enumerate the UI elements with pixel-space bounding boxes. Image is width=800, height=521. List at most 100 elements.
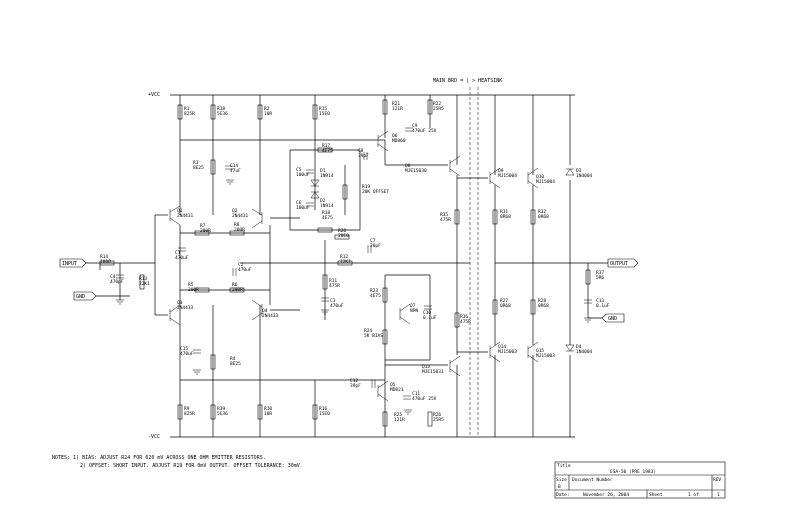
negative-rail-label: -VCC	[148, 434, 160, 440]
date-value: November 26, 2004	[583, 492, 629, 498]
c5-ref: C5	[296, 167, 302, 173]
q1-ref: Q1	[177, 208, 183, 214]
r8-value: 200R	[234, 227, 245, 233]
r2-value: 10R	[264, 111, 272, 117]
q9-ref: Q9	[498, 168, 504, 174]
r37-ref: R37	[596, 270, 604, 276]
r13-value: 22K1	[139, 281, 150, 287]
c2-value: 470uF	[238, 267, 252, 273]
wiring	[60, 95, 620, 437]
r28-ref: R28	[538, 298, 546, 304]
q3-ref: Q3	[177, 300, 183, 306]
r1-value: 825R	[184, 111, 195, 117]
r37-value: 5R6	[596, 275, 604, 281]
r28-value: 0R68	[538, 303, 549, 309]
r35-value: 475R	[440, 217, 451, 223]
q3-value: 2N4433	[177, 305, 194, 311]
r20-ref: R20	[338, 228, 346, 234]
resistors	[99, 99, 591, 427]
q4-ref: Q4	[262, 308, 268, 314]
q10-ref: Q10	[536, 174, 544, 180]
c15-value: 470uF	[180, 351, 194, 357]
r13-ref: R13	[139, 276, 147, 282]
r39-value: 5E36	[217, 411, 228, 417]
d1-value: 1N914	[320, 173, 334, 179]
title-label: Title	[557, 463, 571, 469]
diodes	[310, 168, 575, 352]
r38-ref: R38	[217, 106, 225, 112]
component-labels: R1825RR385E36R210RR1515E0R21121RR2225R5C…	[100, 101, 610, 423]
r31-ref: R31	[500, 209, 508, 215]
c13-value: 0.1uF	[596, 303, 610, 309]
q8-ref: Q8	[405, 163, 411, 169]
q8-value: MJE15030	[405, 168, 427, 174]
d3-value: 1N4004	[576, 173, 593, 179]
q4-value: 2N4433	[262, 313, 279, 319]
q15-value: MJ15003	[536, 353, 555, 359]
r31-value: 0R68	[500, 214, 511, 220]
d2-ref: D2	[320, 198, 326, 204]
c11-ref: C11	[412, 391, 420, 397]
r3-value: 8E25	[193, 165, 204, 171]
q2-value: 2N4431	[232, 213, 249, 219]
c11-value: 470uF 25V	[412, 396, 437, 402]
title-value: ESA-50 (PRE 1983)	[610, 469, 656, 475]
r12-ref: R12	[340, 254, 348, 260]
r32-ref: R32	[538, 209, 546, 215]
r4-ref: R4	[230, 356, 236, 362]
r35-ref: R35	[440, 212, 448, 218]
r14-value: 1K00	[100, 259, 111, 265]
c6-ref: C6	[296, 200, 302, 206]
r8-ref: R8	[234, 222, 240, 228]
r17-ref: R17	[322, 143, 330, 149]
size-label: Size	[556, 477, 567, 483]
c1-ref: C1	[175, 250, 181, 256]
q10-value: MJ15004	[536, 179, 555, 185]
c5-value: 100uF	[296, 172, 310, 178]
r2-ref: R2	[264, 106, 270, 112]
positive-rail-label: +VCC	[148, 92, 160, 98]
q14-value: MJ15003	[498, 349, 517, 355]
input-port: INPUT	[59, 258, 87, 268]
r4-value: 8E25	[230, 361, 241, 367]
r39-ref: R39	[217, 406, 225, 412]
c3-value: 470uF	[330, 303, 344, 309]
c8-ref: C8	[358, 148, 364, 154]
r22-ref: R22	[433, 101, 441, 107]
r9-ref: R9	[184, 406, 190, 412]
sheet-value: 1 of	[688, 492, 699, 498]
c9-ref: C9	[412, 123, 418, 129]
r9-value: 825R	[184, 411, 195, 417]
q7-value: NPN	[410, 308, 418, 314]
rev-label: REV	[713, 477, 721, 483]
r36-value: 475R	[460, 319, 471, 325]
r16-ref: R16	[319, 406, 327, 412]
c10-ref: C10	[423, 310, 431, 316]
r32-value: 0R68	[538, 214, 549, 220]
gnd-port-right: GND	[601, 313, 625, 323]
negative-rail: -VCC	[148, 434, 575, 440]
transistors	[169, 130, 539, 402]
gnd-port-label: GND	[76, 294, 85, 300]
r16-value: 15E0	[319, 411, 330, 417]
c14-ref: C14	[230, 163, 238, 169]
q13-ref: Q13	[422, 364, 430, 370]
r18-ref: R18	[322, 210, 330, 216]
d4-ref: D4	[576, 344, 582, 350]
r18-value: 4E75	[322, 215, 333, 221]
r11-ref: R11	[329, 278, 337, 284]
docnum-label: Document Number	[572, 477, 613, 483]
sheet-label: Sheet	[649, 492, 663, 498]
r24-value: 5K BIAS	[364, 333, 383, 339]
r21-value: 121R	[392, 106, 403, 112]
q7-ref: Q7	[410, 303, 416, 309]
r5-ref: R5	[188, 282, 194, 288]
r10-value: 10R	[264, 411, 272, 417]
r19-ref: R19	[362, 184, 370, 190]
d4-value: 1N4004	[576, 349, 593, 355]
q1-value: 2N4431	[177, 213, 194, 219]
r24-ref: R24	[364, 328, 372, 334]
q15-ref: Q15	[536, 348, 544, 354]
r36-ref: R36	[460, 314, 468, 320]
r12-value: 12K1	[340, 259, 351, 265]
